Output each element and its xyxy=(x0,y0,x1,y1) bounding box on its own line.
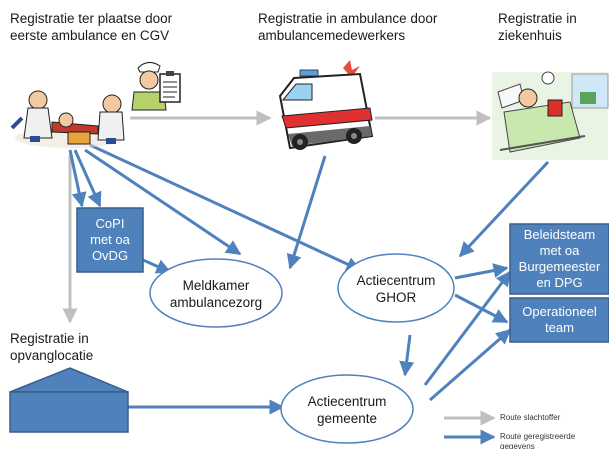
blue-arrow-scene-to-meldkamer xyxy=(84,148,242,256)
scene3-label: Registratie in ziekenhuis xyxy=(498,11,577,43)
blue-arrow-scene-to-copi xyxy=(73,149,102,208)
blue-arrow-gemeente-to-operationeel xyxy=(429,328,512,402)
first-aid-scene-icon xyxy=(10,90,125,148)
blue-arrow-hospital-to-ghor xyxy=(458,160,550,258)
scene1-label: Registratie ter plaatse door eerste ambu… xyxy=(10,11,173,43)
legend-route-slachtoffer: Route slachtoffer xyxy=(500,413,561,422)
gemeente-label: Actiecentrum gemeente xyxy=(307,394,387,426)
blue-arrow-scene-to-copi-box-top xyxy=(68,149,87,208)
legend-route-geregistreerde-cont: gegevens xyxy=(500,442,535,449)
ghor-label: Actiecentrum GHOR xyxy=(356,273,436,305)
operationeel-box-label: Operationeel team xyxy=(522,304,597,335)
copi-box xyxy=(76,207,144,273)
legend xyxy=(444,410,496,445)
ghor-ellipse xyxy=(337,253,455,323)
meldkamer-label: Meldkamer ambulancezorg xyxy=(169,278,263,310)
blue-arrow-ambulance-to-meldkamer xyxy=(286,155,327,270)
legend-route-geregistreerde: Route geregistreerde xyxy=(500,432,576,441)
hospital-patient-icon xyxy=(492,71,609,160)
beleidsteam-box xyxy=(509,223,609,295)
blue-arrow-ghor-to-beleidsteam xyxy=(454,263,509,280)
gemeente-ellipse xyxy=(280,374,414,444)
route-gegevens-arrows xyxy=(68,143,550,415)
blue-arrow-scene-to-ghor xyxy=(89,143,362,272)
route-slachtoffer-arrows xyxy=(62,110,492,324)
paramedic-clipboard-icon xyxy=(131,62,181,111)
blue-arrow-copi-to-meldkamer xyxy=(142,258,172,274)
scene4-label: Registratie in opvanglocatie xyxy=(10,331,94,363)
meldkamer-ellipse xyxy=(149,258,283,328)
blue-arrow-gemeente-to-beleidsteam xyxy=(423,270,512,386)
scene2-label: Registratie in ambulance door ambulancem… xyxy=(258,11,438,43)
operationeel-box xyxy=(509,297,609,343)
ambulance-icon xyxy=(278,60,374,150)
shelter-building-icon xyxy=(9,367,129,433)
copi-box-label: CoPI met oa OvDG xyxy=(90,216,130,263)
blue-arrow-ghor-to-gemeente xyxy=(399,334,415,377)
beleidsteam-box-label: Beleidsteam met oa Burgemeester en DPG xyxy=(518,227,601,290)
